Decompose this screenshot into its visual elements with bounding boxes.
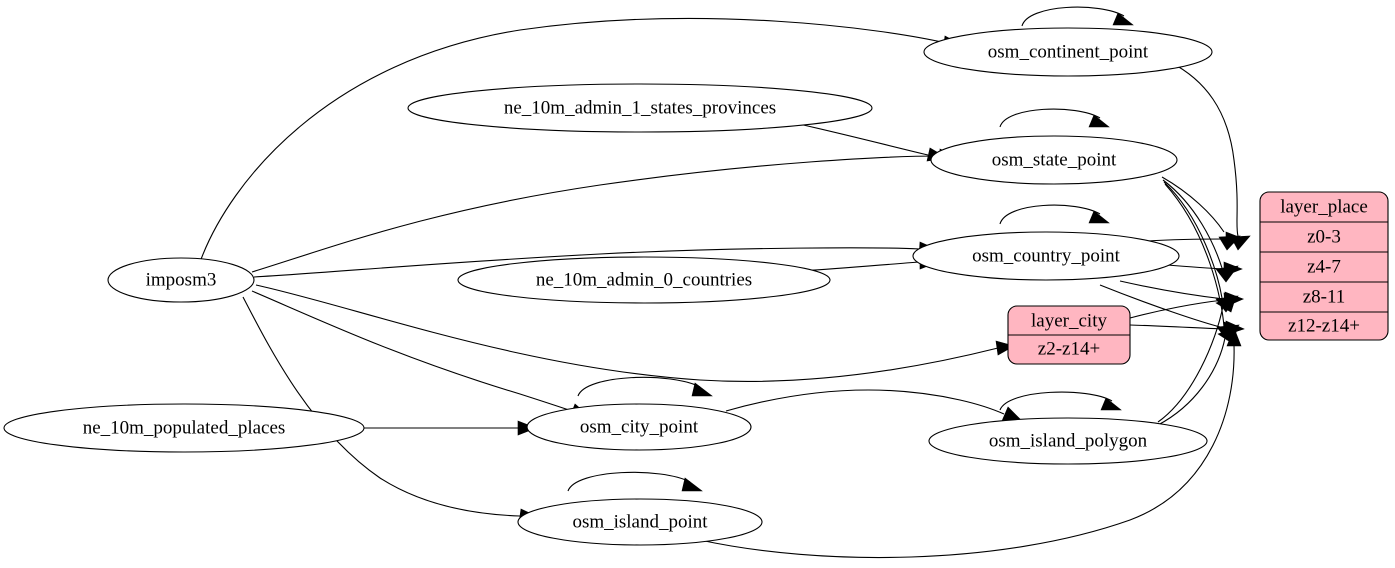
node-layer-city[interactable]: layer_city z2-z14+: [1007, 305, 1131, 365]
node-osm-island-polygon[interactable]: osm_island_polygon: [928, 417, 1208, 465]
node-shape[interactable]: [3, 403, 365, 453]
edge-osm-island-polygon-to-layer-place-z12-z14: [1157, 337, 1226, 426]
node-osm-island-point[interactable]: osm_island_point: [517, 498, 763, 546]
node-shape[interactable]: [457, 256, 831, 304]
edge-imposm3-to-osm-continent-point: [199, 17, 947, 263]
arrowhead: [1223, 261, 1243, 277]
edge-osm-state-point-to-layer-place-z4-7: [1162, 179, 1223, 269]
node-shape[interactable]: [517, 498, 763, 546]
edge-imposm3-to-osm-island-point: [242, 296, 521, 517]
edge-imposm3-to-osm-state-point: [251, 155, 941, 273]
edge-layer-city-to-layer-place-z12-z14: [1129, 324, 1225, 330]
edge-imposm3-to-layer-city: [255, 284, 999, 382]
node-osm-city-point[interactable]: osm_city_point: [526, 403, 752, 451]
edge-layer-city-to-layer-place-z8-11: [1129, 299, 1225, 319]
edge-osm-state-point-to-layer-place-z0-3: [1161, 176, 1225, 233]
node-ne-10m-admin-0-countries[interactable]: ne_10m_admin_0_countries: [457, 256, 831, 304]
arrowhead: [1100, 397, 1122, 411]
edge-osm-island-polygon-to-layer-place-z8-11: [1157, 305, 1224, 423]
edge-osm-island-point-to-layer-place-z12-z14: [699, 344, 1235, 559]
edge-osm-country-point-to-layer-place-z8-11: [1119, 280, 1225, 300]
node-shape[interactable]: [923, 27, 1213, 77]
layer-place-box[interactable]: [1259, 191, 1389, 341]
edge-ne-admin0-to-osm-country-point: [799, 261, 921, 272]
edge-imposm3-to-osm-city-point: [251, 290, 573, 412]
edge-osm-continent-point-self-loop: [1021, 6, 1125, 27]
node-shape[interactable]: [526, 403, 752, 451]
edge-osm-country-point-self-loop: [999, 204, 1101, 225]
edge-osm-state-point-self-loop: [999, 108, 1101, 128]
edge-osm-city-point-self-loop: [577, 376, 701, 397]
node-osm-continent-point[interactable]: osm_continent_point: [923, 27, 1213, 77]
node-ne-10m-populated-places[interactable]: ne_10m_populated_places: [3, 403, 365, 453]
node-osm-state-point[interactable]: osm_state_point: [930, 135, 1178, 185]
node-shape[interactable]: [930, 135, 1178, 185]
edge-osm-state-point-to-layer-place-z8-11: [1163, 181, 1223, 299]
node-imposm3[interactable]: imposm3: [107, 257, 255, 303]
arrowhead: [1226, 327, 1242, 347]
edge-osm-country-point-to-layer-place-z0-3: [1147, 238, 1227, 242]
arrowhead: [681, 477, 703, 492]
edge-osm-continent-point-to-layer-place-z0-3: [1169, 61, 1239, 237]
arrowhead: [1112, 12, 1134, 26]
edge-osm-country-point-to-layer-place-z12-z14: [1099, 284, 1225, 329]
node-layer-place[interactable]: layer_place z0-3 z4-7 z8-11 z12-z14+: [1259, 191, 1389, 341]
arrowhead: [995, 340, 1015, 356]
node-osm-country-point[interactable]: osm_country_point: [912, 231, 1180, 281]
arrowhead: [691, 382, 713, 397]
edge-imposm3-to-osm-country-point: [253, 247, 921, 278]
edge-osm-island-polygon-self-loop: [999, 391, 1113, 411]
node-shape[interactable]: [407, 83, 873, 133]
arrowhead: [1088, 114, 1110, 128]
arrowhead: [1225, 231, 1245, 247]
node-ne-10m-admin-1-states-provinces[interactable]: ne_10m_admin_1_states_provinces: [407, 83, 873, 133]
node-shape[interactable]: [928, 417, 1208, 465]
edge-ne-admin1-to-osm-state-point: [789, 121, 929, 156]
edge-osm-city-point-to-osm-island-polygon: [725, 389, 1005, 415]
node-shape[interactable]: [107, 257, 255, 303]
edge-osm-state-point-to-layer-place-z12-z14: [1164, 183, 1225, 328]
arrowhead: [1088, 210, 1110, 224]
node-shape[interactable]: [912, 231, 1180, 281]
edge-osm-island-point-self-loop: [567, 471, 691, 492]
arrowhead: [1215, 295, 1237, 313]
